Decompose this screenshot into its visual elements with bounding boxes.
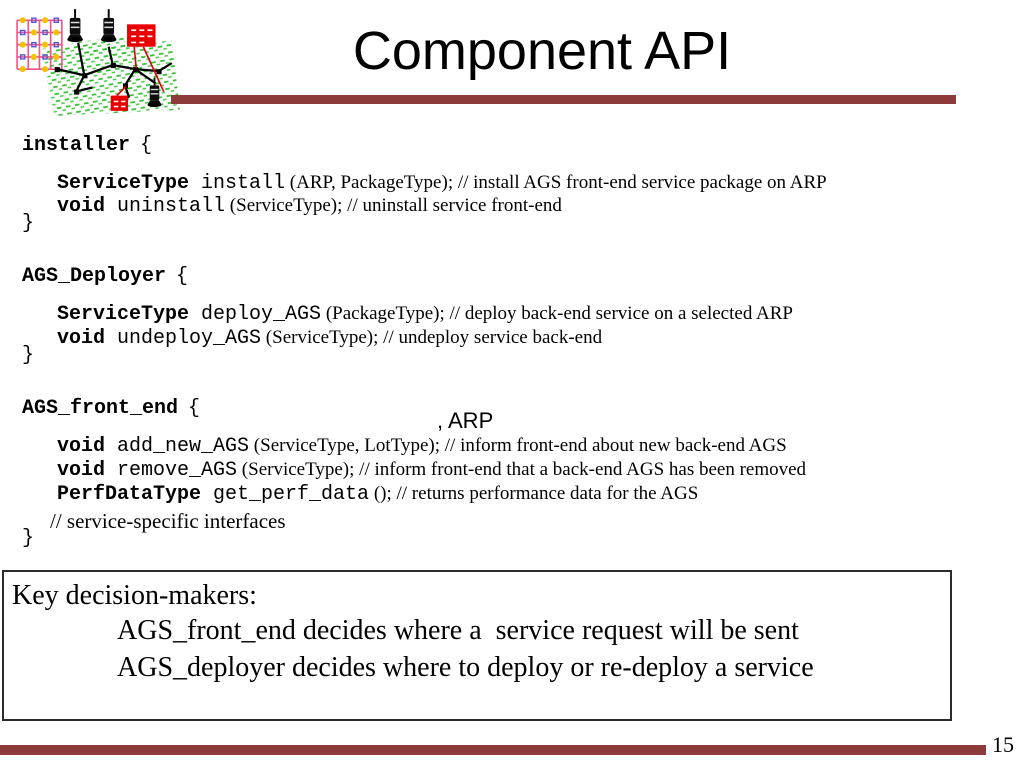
slide-title: Component API [352,21,732,81]
open-brace: { [188,397,201,420]
network-collage-logo-icon [16,9,180,116]
code-line: PerfDataType get_perf_data (); // return… [57,483,699,506]
key-decision-makers-box: Key decision-makers: AGS_front_end decid… [2,570,952,721]
code-block-ags-front-end-header: AGS_front_end { [22,397,200,421]
open-brace: { [176,265,189,288]
service-specific-comment: // service-specific interfaces [50,509,286,533]
arp-annotation: , ARP [437,408,494,433]
interface-name: AGS_front_end [22,397,179,420]
close-brace: } [22,212,35,235]
open-brace: { [140,134,153,157]
key-box-line: AGS_front_end decides where a service re… [117,615,799,646]
footer-rule [0,745,986,755]
page-number: 15 [992,732,1014,757]
interface-name: AGS_Deployer [22,265,167,288]
key-box-heading: Key decision-makers: [12,580,257,611]
interface-name: installer [22,134,131,157]
code-block-ags-deployer-header: AGS_Deployer { [22,265,188,289]
code-line: void uninstall (ServiceType); // uninsta… [57,195,562,218]
code-line: ServiceType install (ARP, PackageType); … [57,172,827,195]
code-line: void undeploy_AGS (ServiceType); // unde… [57,327,603,350]
code-block-installer-header: installer { [22,134,152,158]
code-line: void add_new_AGS (ServiceType, LotType);… [57,435,787,458]
close-brace: } [22,527,35,550]
code-line: ServiceType deploy_AGS (PackageType); //… [57,303,793,326]
code-line: void remove_AGS (ServiceType); // inform… [57,459,807,482]
close-brace: } [22,344,35,367]
key-box-line: AGS_deployer decides where to deploy or … [117,652,814,683]
title-rule [171,95,956,104]
